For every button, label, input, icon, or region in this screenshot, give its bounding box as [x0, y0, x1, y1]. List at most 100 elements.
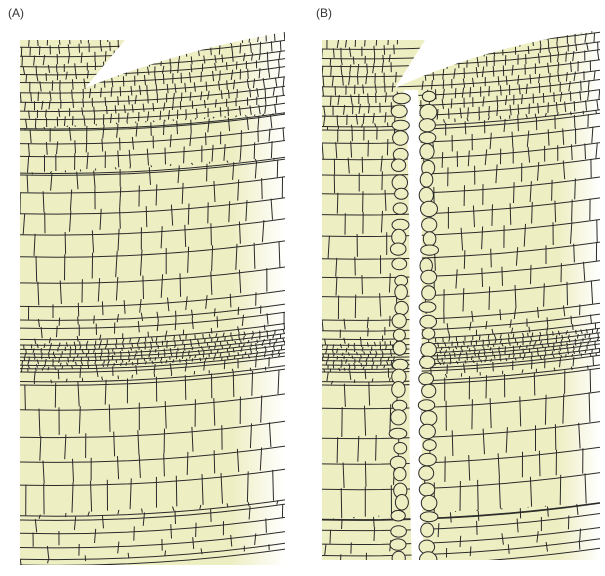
- cell-side-wall: [109, 352, 110, 356]
- cell-side-wall: [256, 358, 257, 368]
- cell-side-wall: [455, 119, 456, 123]
- cell-side-wall: [189, 350, 190, 355]
- cell-side-wall: [233, 372, 234, 397]
- cell-side-wall: [594, 33, 595, 43]
- cell-side-wall: [262, 178, 263, 199]
- cell-side-wall: [532, 359, 533, 369]
- cell-side-wall: [387, 139, 388, 155]
- rounded-cell: [390, 539, 406, 550]
- cell-side-wall: [211, 328, 212, 334]
- cell-side-wall: [390, 378, 391, 381]
- cell-side-wall: [365, 37, 366, 46]
- cell-side-wall: [566, 52, 567, 62]
- cell-side-wall: [148, 40, 149, 49]
- cell-side-wall: [547, 336, 548, 341]
- cell-side-wall: [86, 140, 87, 153]
- cell-side-wall: [39, 46, 40, 55]
- cell-side-wall: [528, 333, 529, 337]
- cell-side-wall: [536, 27, 537, 36]
- cell-side-wall: [206, 82, 207, 91]
- cell-side-wall: [264, 325, 265, 331]
- rounded-cell: [391, 105, 407, 118]
- cell-side-wall: [73, 99, 74, 108]
- cell-side-wall: [188, 204, 189, 225]
- cell-side-wall: [58, 370, 59, 380]
- cell-side-wall: [574, 115, 575, 128]
- cell-side-wall: [499, 347, 500, 351]
- rounded-cell: [420, 315, 437, 328]
- cell-side-wall: [592, 24, 593, 33]
- cell-side-wall: [478, 40, 479, 50]
- cell-side-wall: [548, 103, 549, 113]
- cell-side-wall: [222, 357, 223, 360]
- cell-side-wall: [500, 116, 501, 120]
- rounded-cell: [420, 512, 438, 522]
- cell-side-wall: [547, 332, 548, 336]
- cell-side-wall: [426, 43, 427, 53]
- cell-side-wall: [443, 51, 444, 59]
- cell-side-wall: [540, 45, 541, 53]
- cell-side-wall: [465, 121, 466, 134]
- cell-side-wall: [279, 59, 280, 67]
- cell-side-wall: [267, 330, 268, 334]
- cell-side-wall: [227, 80, 228, 90]
- cell-side-wall: [95, 361, 96, 364]
- cell-side-wall: [112, 355, 113, 360]
- cell-side-wall: [468, 107, 469, 117]
- cell-side-wall: [470, 547, 471, 557]
- rounded-cell: [419, 373, 434, 385]
- cell-side-wall: [32, 172, 33, 174]
- cell-side-wall: [94, 316, 95, 324]
- cell-side-wall: [164, 453, 165, 476]
- cell-side-wall: [486, 355, 487, 359]
- cell-side-wall: [425, 60, 426, 70]
- cell-side-wall: [585, 144, 586, 160]
- rounded-cell: [422, 286, 436, 300]
- cell-side-wall: [449, 337, 450, 341]
- rounded-cell: [392, 159, 406, 171]
- rounded-cell: [393, 203, 407, 214]
- cell-side-wall: [452, 430, 453, 456]
- cell-side-wall: [374, 527, 375, 541]
- cell-side-wall: [477, 510, 478, 511]
- cell-side-wall: [154, 48, 155, 58]
- cell-side-wall: [388, 36, 389, 45]
- cell-side-wall: [75, 125, 76, 126]
- cell-side-wall: [384, 45, 385, 55]
- panel-b-tissue: [321, 20, 600, 576]
- cell-side-wall: [284, 31, 285, 40]
- cell-side-wall: [596, 110, 597, 114]
- rounded-cell: [423, 440, 436, 451]
- rounded-cell: [395, 301, 408, 315]
- cell-side-wall: [35, 118, 36, 127]
- cell-side-wall: [474, 345, 475, 348]
- cell-side-wall: [123, 50, 124, 60]
- cell-side-wall: [593, 356, 594, 366]
- cell-side-wall: [573, 324, 574, 330]
- rounded-cell: [420, 356, 435, 368]
- cell-side-wall: [534, 372, 535, 395]
- cell-side-wall: [177, 351, 178, 356]
- cell-side-wall: [146, 206, 147, 227]
- cell-side-wall: [268, 60, 269, 68]
- cell-side-wall: [143, 276, 144, 300]
- cell-side-wall: [196, 523, 197, 537]
- rounded-cell: [419, 466, 434, 480]
- cell-side-wall: [502, 267, 503, 286]
- cell-side-wall: [124, 60, 125, 68]
- cell-side-wall: [121, 363, 122, 366]
- cell-side-wall: [248, 69, 249, 79]
- cell-side-wall: [225, 116, 226, 117]
- cell-side-wall: [72, 79, 73, 89]
- cell-side-wall: [103, 124, 104, 125]
- cell-side-wall: [449, 109, 450, 119]
- cell-side-wall: [203, 36, 204, 45]
- cell-side-wall: [353, 517, 355, 518]
- cell-side-wall: [25, 128, 26, 130]
- cell-side-wall: [467, 58, 468, 68]
- cell-side-wall: [187, 452, 188, 475]
- cell-side-wall: [560, 475, 561, 505]
- cell-side-wall: [574, 101, 575, 111]
- cell-side-wall: [219, 28, 220, 35]
- cell-side-wall: [493, 362, 494, 372]
